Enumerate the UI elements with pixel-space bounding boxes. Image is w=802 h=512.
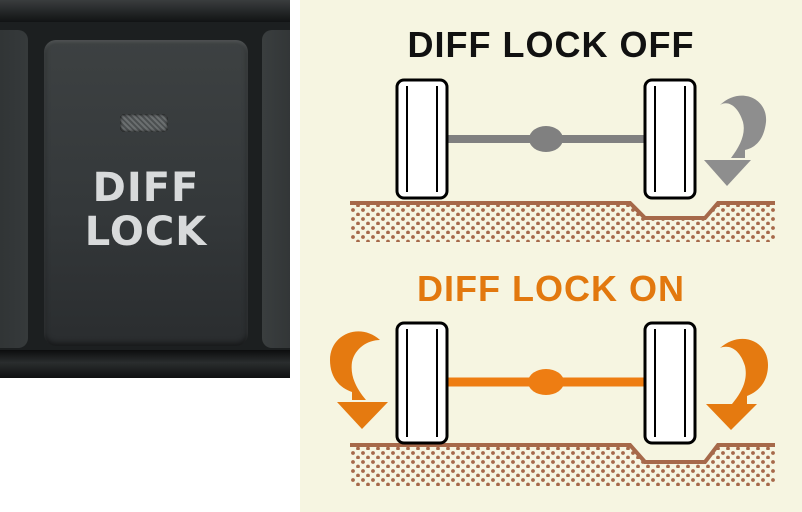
diff-lock-button[interactable]: DIFF LOCK <box>44 40 248 346</box>
indicator-light <box>120 114 168 132</box>
panel-gap-top <box>0 0 290 22</box>
diff-lock-switch-photo: DIFF LOCK <box>0 0 290 378</box>
button-label-diff: DIFF <box>92 165 200 211</box>
differential-off <box>529 126 563 152</box>
rotation-arrow-off <box>704 95 767 186</box>
wheel-left-on <box>395 321 449 445</box>
ground-surface-line-off <box>350 201 775 220</box>
rotation-arrow-left-on <box>330 331 388 429</box>
adjacent-switch-right <box>262 30 290 348</box>
title-diff-lock-off: DIFF LOCK OFF <box>407 24 695 65</box>
title-diff-lock-on: DIFF LOCK ON <box>417 268 685 309</box>
off-state-scene <box>350 78 775 242</box>
panel-gap-bottom <box>0 350 290 378</box>
ground-terrain-on <box>350 445 775 486</box>
on-state-scene <box>330 321 775 486</box>
wheel-left-off <box>395 78 449 200</box>
wheel-right-off <box>643 78 697 200</box>
ground-terrain-off <box>350 203 775 242</box>
wheel-right-on <box>643 321 697 445</box>
button-label-lock: LOCK <box>84 209 208 255</box>
diff-lock-diagram: DIFF LOCK OFF DIFF LOCK ON <box>300 0 802 512</box>
ground-surface-line-on <box>350 443 775 464</box>
adjacent-switch-left <box>0 30 28 348</box>
rotation-arrow-right-on <box>706 338 768 430</box>
differential-on <box>528 369 564 395</box>
diagram-graphics <box>330 78 775 486</box>
